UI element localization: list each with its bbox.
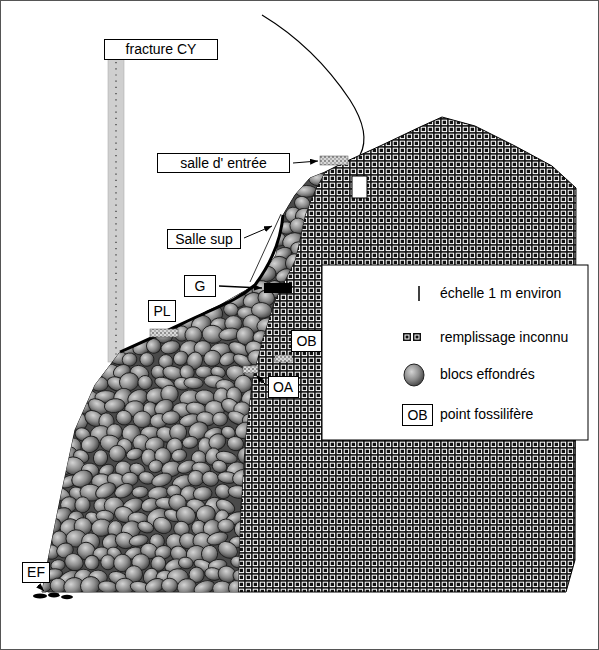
wall-line	[250, 214, 281, 282]
legend-entry: remplissage inconnu	[440, 329, 568, 346]
label-text: G	[195, 278, 206, 295]
location-label: OB	[291, 330, 322, 352]
label-text: OB	[407, 407, 427, 424]
collapsed-block	[161, 578, 178, 593]
collapsed-block	[231, 467, 255, 488]
collapsed-block	[227, 579, 244, 596]
collapsed-block	[227, 484, 249, 499]
collapsed-block	[137, 374, 154, 390]
collapsed-block	[176, 577, 198, 596]
leader-arrow	[256, 375, 266, 385]
filling-sample	[405, 335, 409, 339]
legend-box	[322, 265, 588, 440]
fossil-point	[264, 283, 292, 293]
location-label: EF	[22, 562, 50, 583]
collapsed-block	[89, 376, 109, 392]
label-text: fracture CY	[126, 41, 197, 58]
location-label: PL	[148, 300, 176, 322]
label-text: salle d' entrée	[180, 155, 267, 172]
collapsed-block	[151, 514, 175, 536]
collapsed-block	[213, 412, 228, 426]
label-text: Salle sup	[175, 231, 233, 248]
cave-wall	[120, 215, 283, 352]
block-sample	[404, 364, 424, 386]
fossil-point	[33, 592, 73, 599]
filling-sample	[415, 335, 419, 339]
legend-text: blocs effondrés	[440, 366, 535, 382]
collapsed-block	[217, 519, 234, 533]
collapsed-block	[109, 445, 126, 462]
collapsed-blocks	[31, 172, 330, 597]
collapsed-block	[308, 172, 329, 186]
sample-label: OB	[402, 404, 433, 426]
collapsed-block	[181, 435, 198, 449]
fossil-point	[320, 156, 348, 165]
collapsed-block	[136, 519, 155, 535]
legend-text: point fossilifère	[440, 406, 533, 422]
legend-entry: échelle 1 m environ	[440, 285, 561, 302]
fossil-point	[150, 329, 178, 337]
legend-entry: point fossilifère	[440, 406, 533, 423]
location-label: OA	[268, 376, 299, 398]
fossil-point	[275, 355, 292, 362]
collapsed-block	[161, 410, 180, 426]
legend-text: échelle 1 m environ	[440, 285, 561, 301]
collapsed-block	[101, 555, 116, 570]
collapsed-block	[139, 352, 154, 367]
collapsed-block	[131, 486, 148, 499]
surface-line	[262, 15, 364, 168]
legend-text: remplissage inconnu	[440, 329, 568, 345]
collapsed-block	[178, 556, 194, 570]
leader-arrow	[38, 585, 44, 591]
collapsed-block	[202, 349, 222, 368]
fracture-fill	[115, 62, 117, 360]
location-label: Salle sup	[167, 229, 241, 249]
leader-arrow	[219, 286, 262, 288]
leader-arrow	[293, 161, 318, 163]
label-text: EF	[27, 564, 45, 581]
leader-arrow	[244, 226, 272, 238]
location-label: G	[184, 275, 216, 297]
location-label: salle d' entrée	[157, 153, 290, 173]
label-text: OA	[273, 379, 293, 396]
collapsed-block	[184, 377, 204, 390]
legend-entry: blocs effondrés	[440, 366, 535, 383]
label-text: PL	[153, 303, 170, 320]
filling-sample	[413, 333, 421, 341]
location-label: fracture CY	[104, 39, 218, 60]
collapsed-blocks	[42, 172, 325, 592]
scale-bar	[418, 286, 420, 301]
collapsed-block	[230, 555, 246, 569]
void	[352, 176, 367, 198]
fossil-point	[243, 366, 258, 373]
fracture-band	[108, 50, 124, 362]
collapsed-block	[246, 348, 268, 367]
collapsed-block	[296, 185, 317, 197]
filling-sample	[403, 333, 411, 341]
collapsed-block	[289, 218, 306, 234]
label-text: OB	[296, 333, 316, 350]
